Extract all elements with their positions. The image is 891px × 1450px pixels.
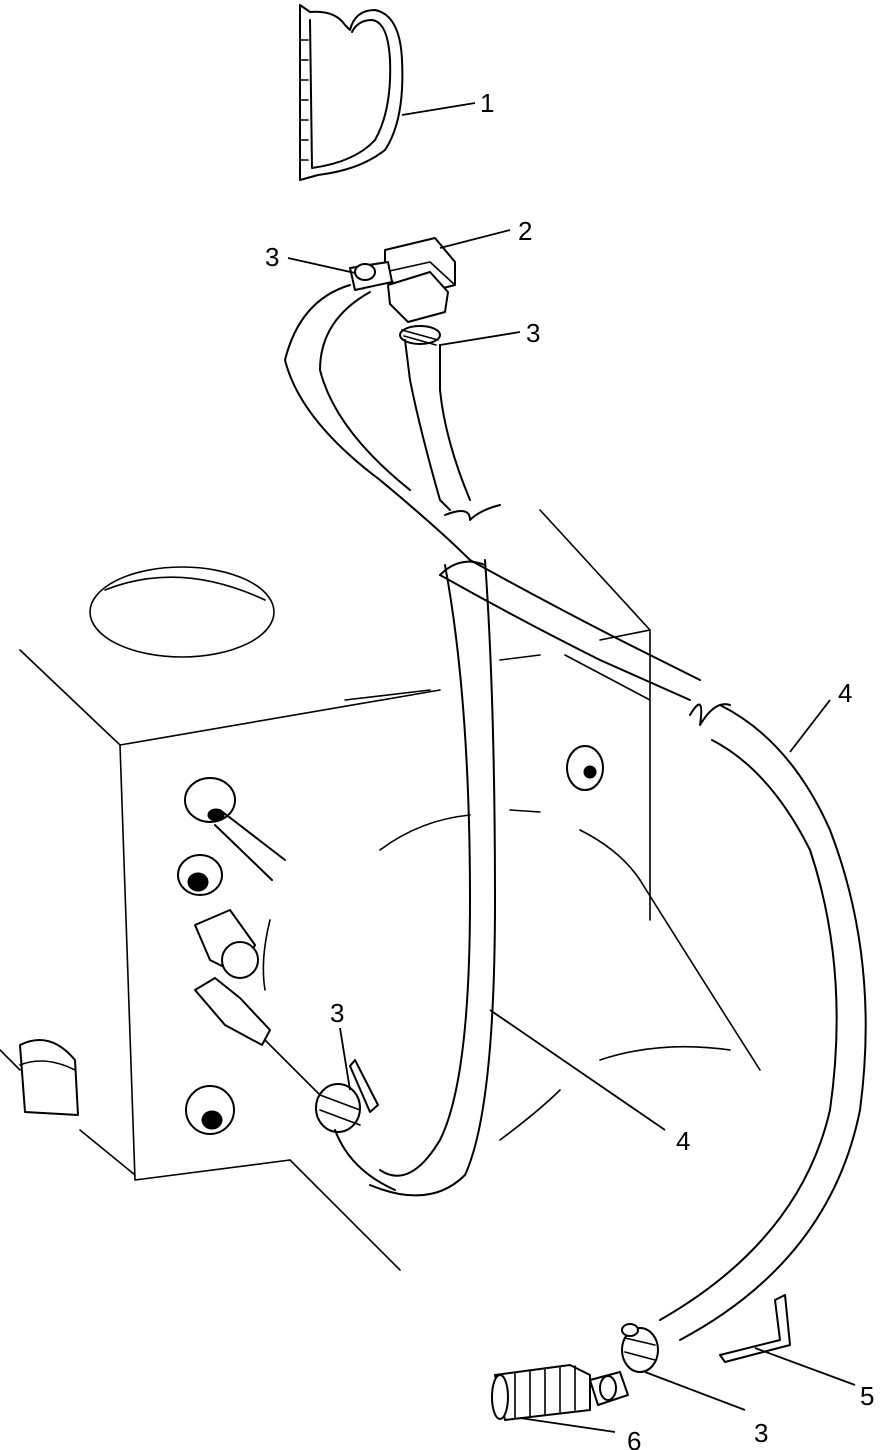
callout-4-right: 4 bbox=[838, 678, 852, 708]
hose-clamp-tank bbox=[315, 1059, 379, 1133]
callout-3-top-right: 3 bbox=[526, 318, 540, 348]
hose-clip-part bbox=[299, 4, 404, 181]
tie-strap-part bbox=[719, 1294, 791, 1363]
hose-break-marks bbox=[439, 504, 731, 726]
callout-3-bottom: 3 bbox=[754, 1418, 768, 1448]
elbow-fitting-part bbox=[349, 237, 456, 323]
vent-hose-tank bbox=[334, 559, 496, 1197]
callout-3-top-left: 3 bbox=[265, 242, 279, 272]
vent-hose-long bbox=[439, 559, 867, 1341]
callout-6: 6 bbox=[627, 1426, 641, 1450]
callout-3-tank: 3 bbox=[330, 998, 344, 1028]
hose-clamp-top bbox=[399, 325, 441, 346]
callout-2: 2 bbox=[518, 216, 532, 246]
tank-fittings bbox=[0, 745, 604, 1135]
fuel-tank bbox=[19, 509, 761, 1271]
vent-hose-upper bbox=[284, 284, 471, 561]
callout-1: 1 bbox=[480, 88, 494, 118]
leader-lines bbox=[287, 102, 856, 1433]
callout-4-lower: 4 bbox=[676, 1126, 690, 1156]
inline-filter-part bbox=[491, 1364, 629, 1421]
hose-clamp-bottom bbox=[621, 1323, 659, 1373]
callout-5: 5 bbox=[860, 1381, 874, 1411]
callouts: 1 2 3 3 4 3 4 5 3 6 bbox=[265, 88, 874, 1450]
